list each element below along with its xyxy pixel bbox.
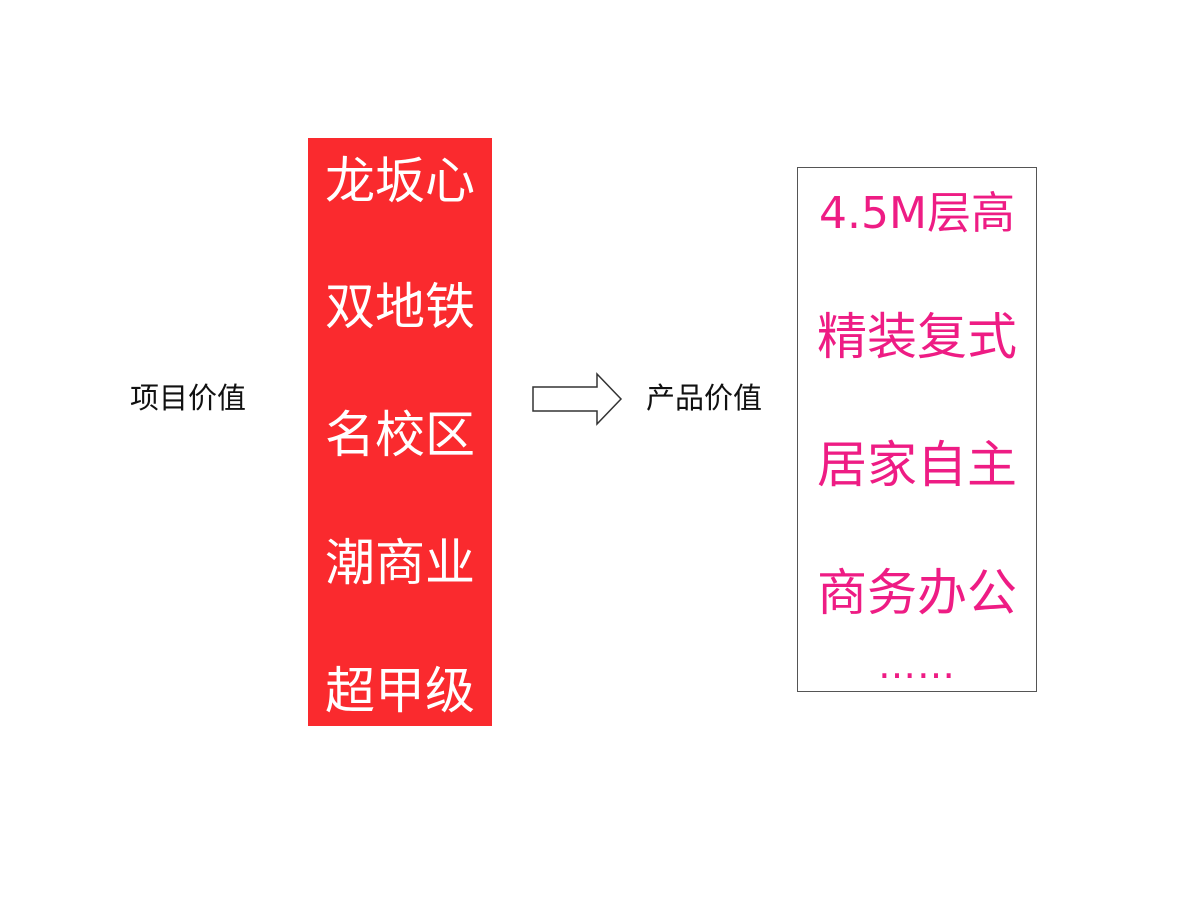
project-value-item: 潮商业 bbox=[325, 534, 475, 592]
product-value-ellipsis: …… bbox=[878, 643, 956, 687]
project-value-item: 双地铁 bbox=[325, 278, 475, 336]
product-value-label: 产品价值 bbox=[646, 381, 763, 415]
project-value-item: 名校区 bbox=[325, 406, 475, 464]
project-values-box: 龙坂心 双地铁 名校区 潮商业 超甲级 bbox=[308, 138, 492, 726]
product-value-item: 精装复式 bbox=[817, 308, 1017, 366]
product-value-item: 居家自主 bbox=[817, 436, 1017, 494]
project-value-label: 项目价值 bbox=[130, 381, 247, 415]
product-values-box: 4.5M层高 精装复式 居家自主 商务办公 …… bbox=[797, 167, 1037, 692]
right-arrow-icon bbox=[532, 372, 623, 426]
product-value-item: 商务办公 bbox=[817, 564, 1017, 622]
project-value-item: 龙坂心 bbox=[325, 152, 475, 210]
product-value-item: 4.5M层高 bbox=[819, 188, 1015, 239]
project-value-item: 超甲级 bbox=[325, 662, 475, 720]
